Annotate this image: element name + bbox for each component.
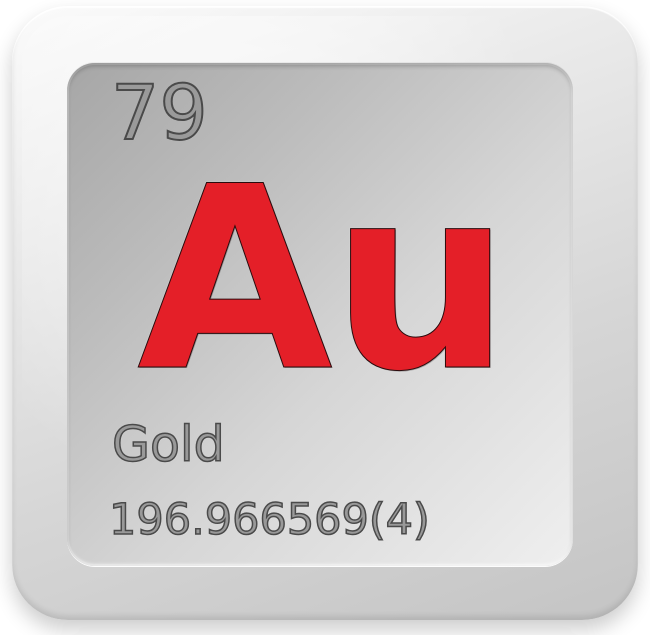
atomic-number: 79 (110, 68, 209, 157)
element-tile-face: 79 Au Gold 196.966569(4) (67, 63, 573, 566)
keycap: 79 Au Gold 196.966569(4) (12, 6, 638, 620)
element-symbol: Au (137, 132, 512, 427)
atomic-weight: 196.966569(4) (108, 495, 430, 545)
element-name: Gold (111, 416, 225, 473)
